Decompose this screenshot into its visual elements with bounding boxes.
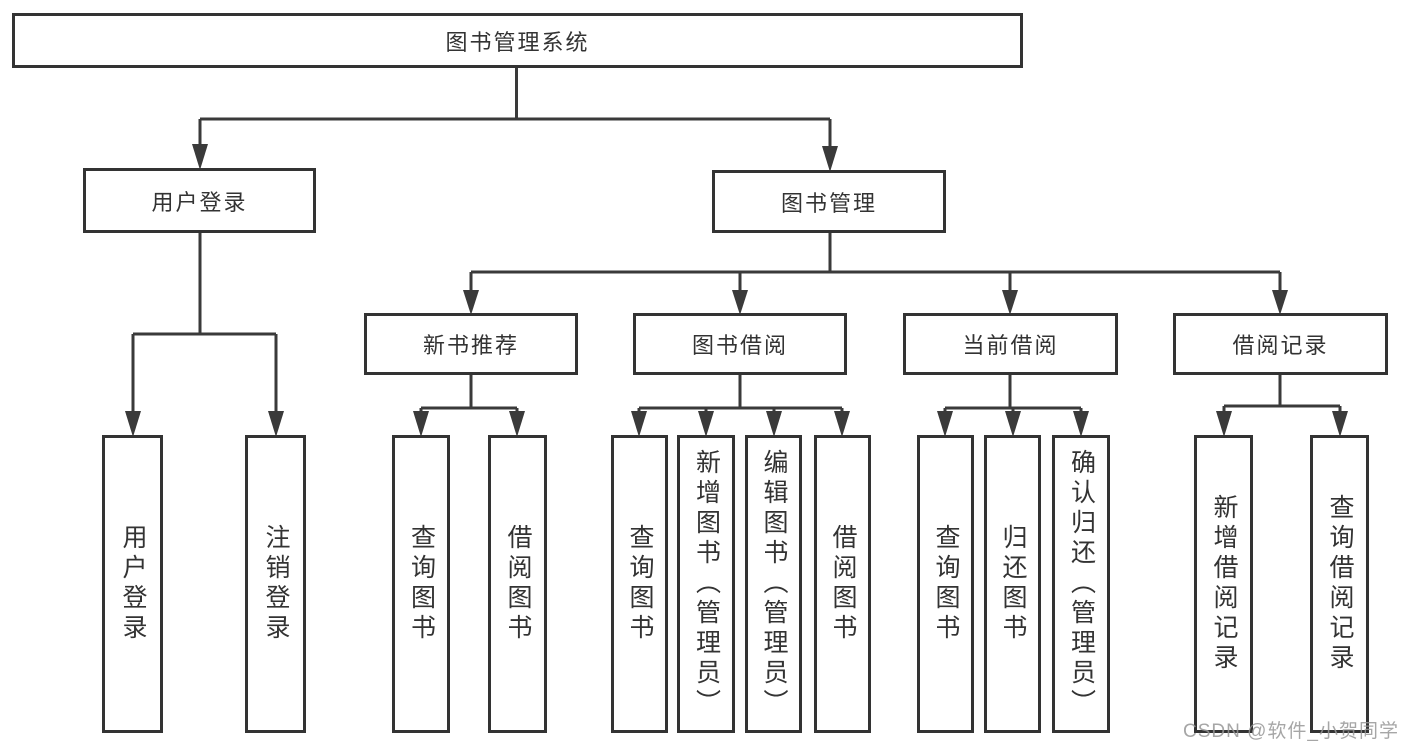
csdn-watermark: CSDN @软件_小贺同学 (1183, 721, 1399, 742)
node-borrow-records: 借阅记录 (1173, 313, 1388, 375)
node-user-login: 用户登录 (83, 168, 316, 233)
leaf-query-borrow-record: 查询借阅记录 (1310, 435, 1369, 733)
leaf-logout: 注销登录 (245, 435, 306, 733)
leaf-edit-books-admin: 编辑图书（管理员） (745, 435, 802, 733)
node-book-borrow-label: 图书借阅 (691, 333, 788, 358)
leaf-add-borrow-record-label: 新增借阅记录 (1210, 494, 1238, 674)
leaf-query-books-borrow: 查询图书 (611, 435, 668, 733)
leaf-add-borrow-record: 新增借阅记录 (1194, 435, 1253, 733)
node-current-borrow: 当前借阅 (903, 313, 1118, 375)
leaf-edit-books-admin-label: 编辑图书（管理员） (760, 449, 788, 719)
node-book-management: 图书管理 (712, 170, 946, 233)
node-book-borrow: 图书借阅 (633, 313, 847, 375)
leaf-user-login: 用户登录 (102, 435, 163, 733)
leaf-query-books-recommend: 查询图书 (392, 435, 450, 733)
node-user-login-label: 用户登录 (151, 189, 248, 215)
leaf-query-books-borrow-label: 查询图书 (626, 524, 654, 644)
leaf-add-books-admin-label: 新增图书（管理员） (692, 449, 721, 719)
leaf-confirm-return-admin-label: 确认归还（管理员） (1067, 449, 1096, 719)
node-borrow-records-label: 借阅记录 (1232, 333, 1329, 358)
node-book-management-label: 图书管理 (780, 190, 877, 216)
node-current-borrow-label: 当前借阅 (962, 333, 1059, 358)
leaf-confirm-return-admin: 确认归还（管理员） (1052, 435, 1110, 733)
node-root-label: 图书管理系统 (445, 29, 590, 55)
leaf-query-borrow-record-label: 查询借阅记录 (1326, 494, 1354, 674)
leaf-add-books-admin: 新增图书（管理员） (677, 435, 735, 733)
leaf-user-login-label: 用户登录 (119, 524, 147, 644)
leaf-return-books-label: 归还图书 (999, 524, 1027, 644)
leaf-borrow-books-recommend-label: 借阅图书 (504, 524, 532, 644)
node-new-book-recommend-label: 新书推荐 (422, 333, 519, 358)
leaf-borrow-books: 借阅图书 (814, 435, 871, 733)
leaf-return-books: 归还图书 (984, 435, 1041, 733)
leaf-borrow-books-label: 借阅图书 (829, 524, 857, 644)
node-new-book-recommend: 新书推荐 (364, 313, 578, 375)
node-root-system: 图书管理系统 (12, 13, 1023, 68)
leaf-borrow-books-recommend: 借阅图书 (488, 435, 547, 733)
leaf-query-books-current-label: 查询图书 (932, 524, 960, 644)
leaf-logout-label: 注销登录 (262, 524, 290, 644)
leaf-query-books-current: 查询图书 (917, 435, 974, 733)
leaf-query-books-recommend-label: 查询图书 (407, 524, 436, 644)
